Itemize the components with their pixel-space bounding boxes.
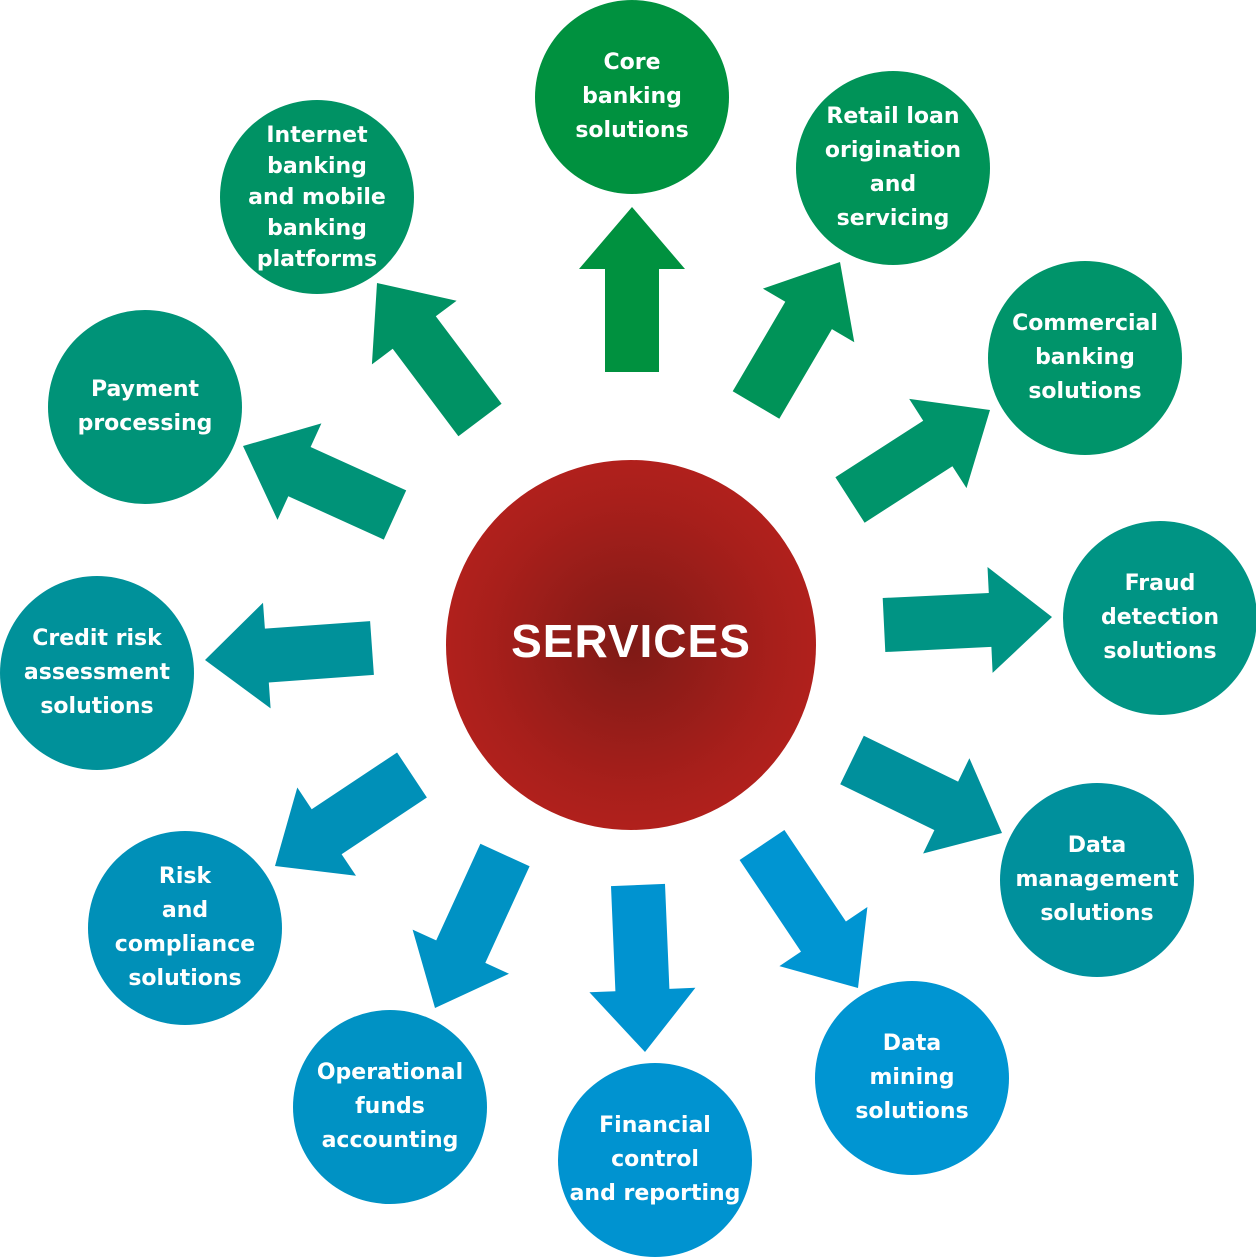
service-node-6: Data mining solutions (815, 981, 1009, 1175)
service-node-9: Risk and compliance solutions (88, 831, 282, 1025)
service-label-9: Risk and compliance solutions (114, 864, 256, 991)
service-node-4: Fraud detection solutions (1063, 521, 1256, 715)
arrow-12 (371, 283, 502, 437)
service-label-12: Internet banking and mobile banking plat… (248, 122, 386, 272)
arrow-8 (412, 843, 530, 1008)
service-node-10: Credit risk assessment solutions (0, 576, 194, 770)
arrow-4 (882, 567, 1052, 673)
service-node-5: Data management solutions (1000, 783, 1194, 977)
service-label-5: Data management solutions (1015, 833, 1179, 926)
arrow-11 (243, 423, 407, 540)
arrow-3 (835, 398, 990, 523)
service-label-10: Credit risk assessment solutions (23, 626, 171, 719)
service-node-8: Operational funds accounting (293, 1010, 487, 1204)
arrow-7 (589, 883, 696, 1052)
service-node-11: Payment processing (48, 310, 242, 504)
services-center-circle: SERVICES (446, 460, 816, 830)
service-label-3: Commercial banking solutions (1012, 311, 1158, 404)
service-label-7: Financial control and reporting (569, 1113, 741, 1206)
service-label-4: Fraud detection solutions (1101, 571, 1219, 664)
service-label-2: Retail loan origination and servicing (824, 104, 962, 231)
arrow-9 (275, 752, 427, 876)
services-center-label: SERVICES (511, 615, 751, 667)
service-node-3: Commercial banking solutions (988, 261, 1182, 455)
arrow-2 (732, 262, 855, 419)
service-node-1: Core banking solutions (535, 0, 729, 194)
arrow-10 (205, 602, 374, 709)
arrow-6 (739, 830, 868, 988)
service-label-6: Data mining solutions (855, 1031, 969, 1124)
service-label-1: Core banking solutions (575, 50, 689, 143)
arrow-5 (840, 735, 1002, 854)
service-node-7: Financial control and reporting (558, 1063, 752, 1257)
arrow-1 (579, 207, 685, 372)
service-node-2: Retail loan origination and servicing (796, 71, 990, 265)
service-label-8: Operational funds accounting (316, 1060, 464, 1153)
service-label-11: Payment processing (77, 377, 213, 436)
service-node-12: Internet banking and mobile banking plat… (220, 100, 414, 294)
